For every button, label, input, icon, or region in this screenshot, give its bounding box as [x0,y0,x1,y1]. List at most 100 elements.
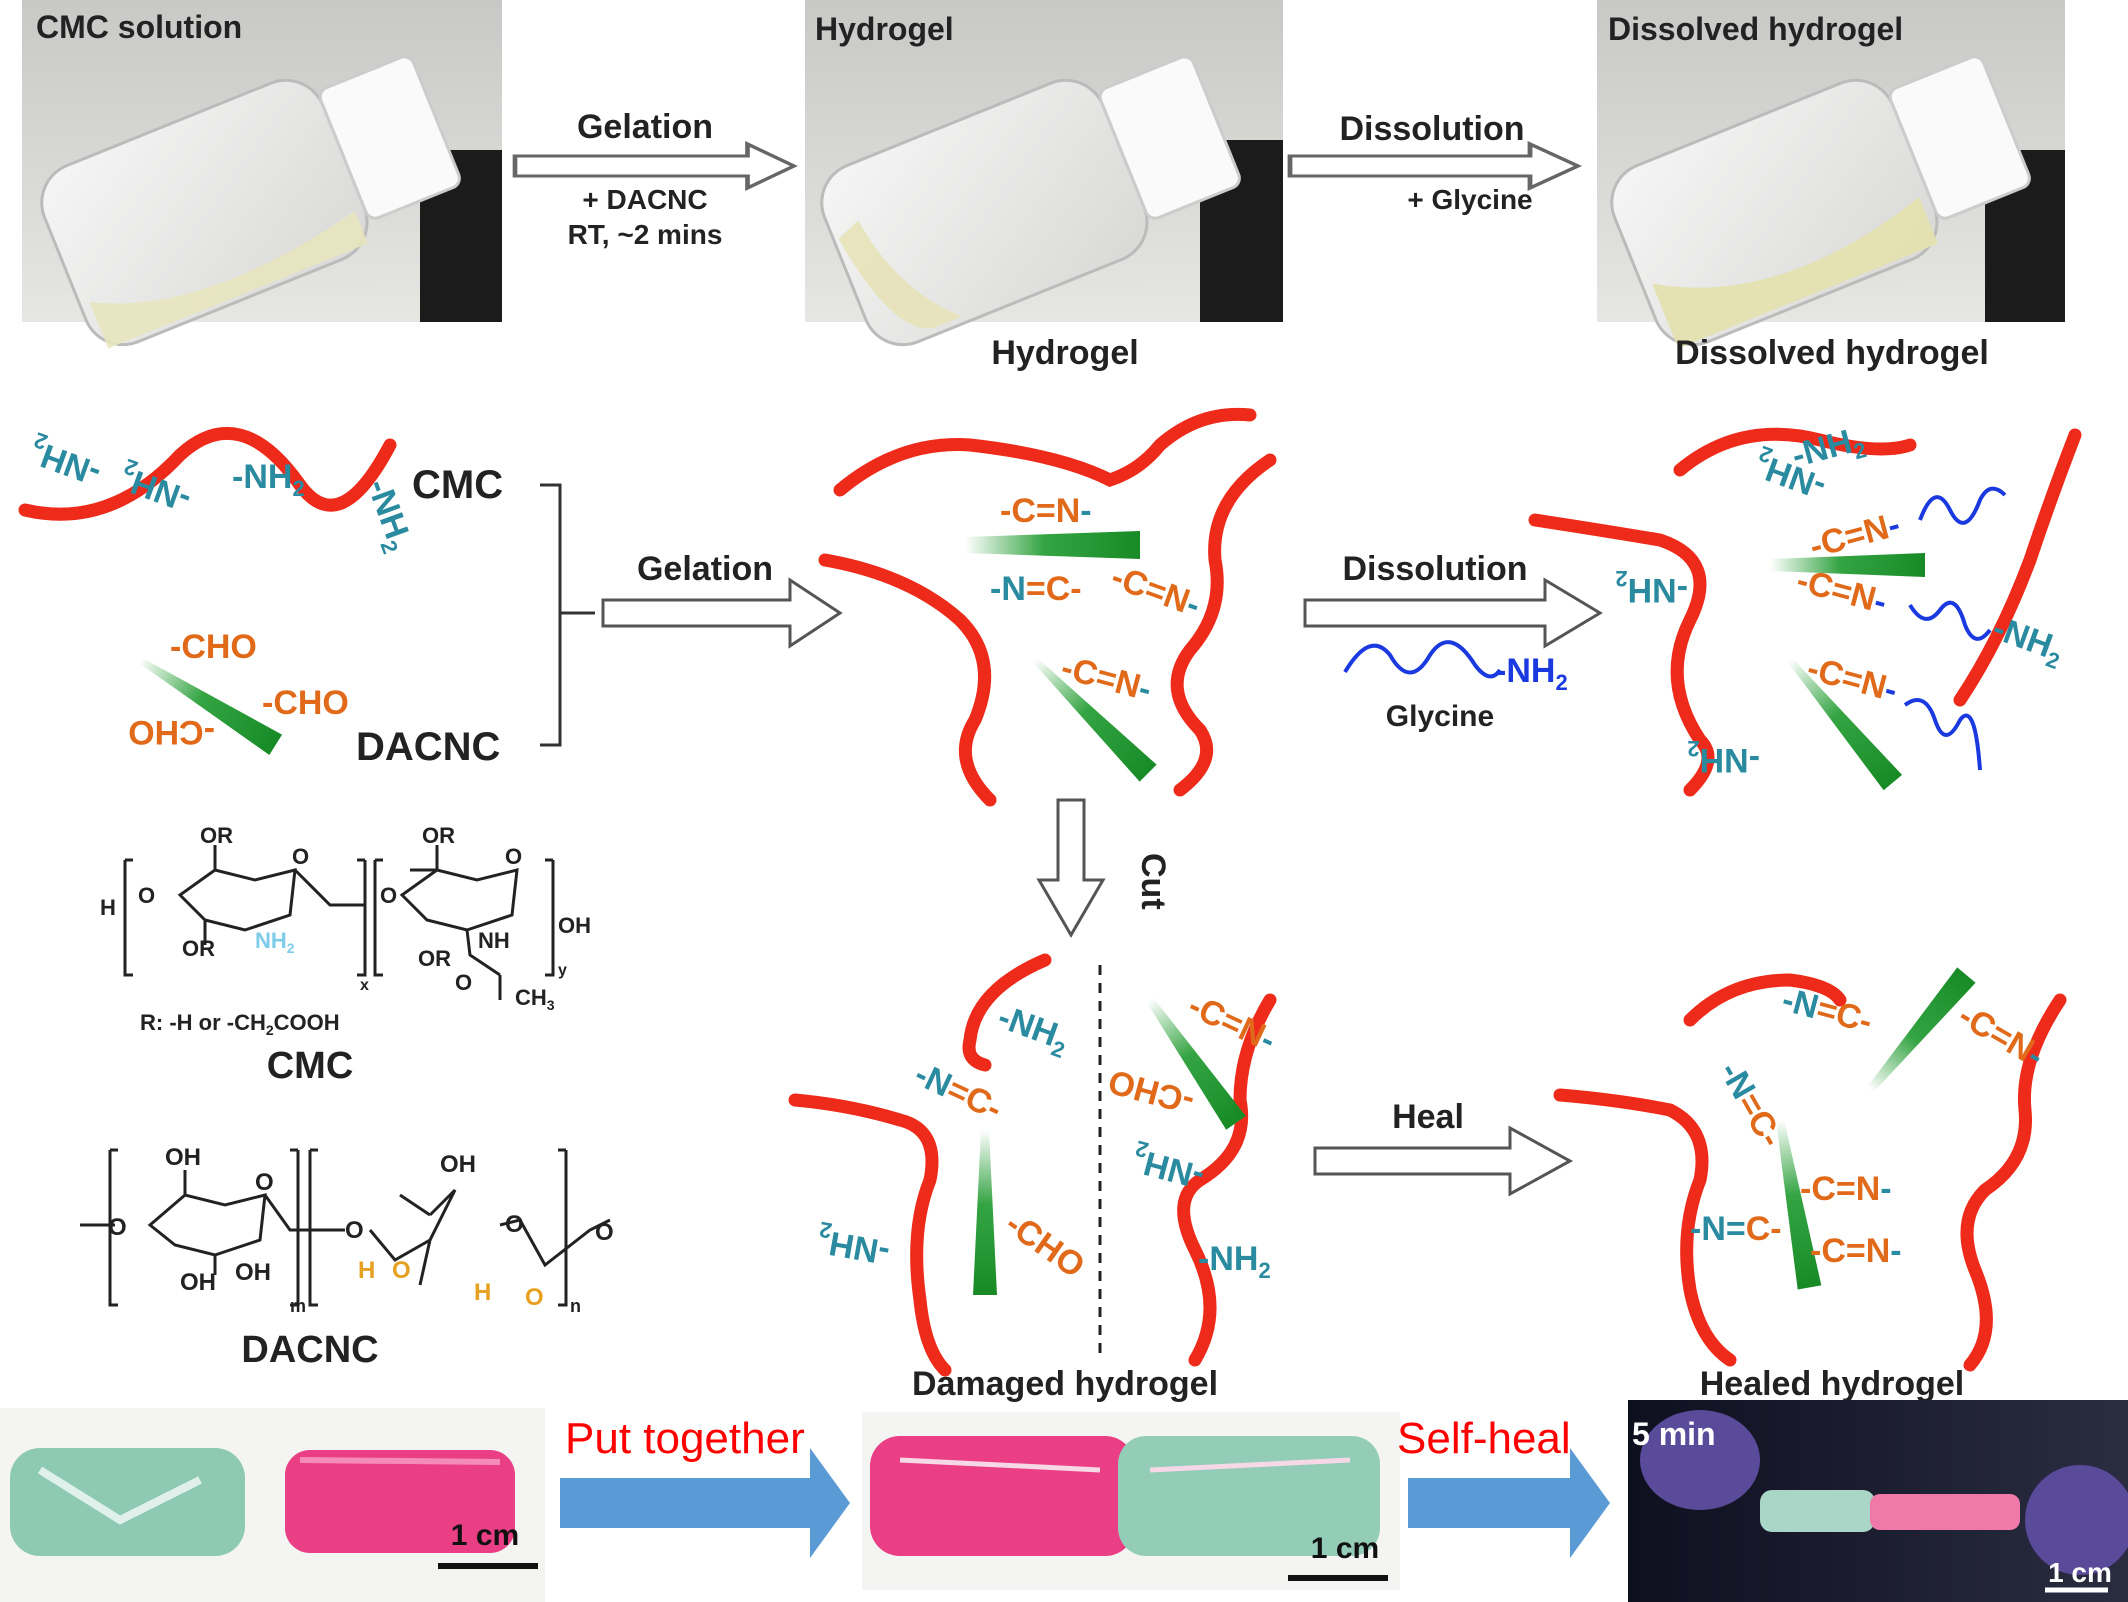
label-rt-time: RT, ~2 mins [568,219,723,250]
svg-text:O: O [525,1284,544,1311]
cmc-r-definition: R: -H or -CH2COOH [140,1010,340,1038]
svg-text:-C=N-: -C=N- [1000,492,1092,530]
label-gelation: Gelation [637,550,773,588]
svg-text:O: O [292,844,309,869]
svg-text:-CHO: -CHO [170,628,257,666]
svg-text:x: x [360,977,369,994]
svg-text:-CHO: -CHO [128,713,215,751]
healed-hydrogel-network: -N=C- -C=N- -N=C- -C=N- -N=C- -C=N- [1553,967,2067,1372]
svg-text:n: n [570,1296,581,1316]
svg-text:O: O [345,1217,364,1244]
label-put-together: Put together [565,1414,805,1463]
arrow-self-heal [1408,1448,1610,1558]
svg-text:OR: OR [422,823,455,848]
svg-text:OR: OR [182,936,215,961]
svg-text:-NH2: -NH2 [1687,736,1760,779]
svg-text:-CHO: -CHO [262,684,349,722]
dacnc-structure-text: OH OH OH OH O O O O O H O H O m n [108,1144,614,1316]
photo-healed-stretched [1628,1400,2128,1602]
svg-text:OR: OR [418,946,451,971]
label-dacnc-structure: DACNC [241,1329,378,1371]
dissolved-network: -NH2 -NH2 -NH2 -NH2 -NH2 -C=N- -C=N- -C=… [1528,423,2082,797]
svg-text:O: O [108,1214,127,1241]
svg-text:-C=N-: -C=N- [1106,558,1205,625]
svg-text:O: O [392,1257,411,1284]
svg-text:H: H [474,1279,491,1306]
arrow-gelation-top [515,144,794,188]
label-dissolution: Dissolution [1342,550,1527,588]
svg-text:-C=N-: -C=N- [1810,1232,1902,1270]
cmc-structure [123,845,555,1000]
svg-text:NH2: NH2 [255,928,295,956]
cmc-chain-group: -NH2 -NH2 -NH2 -NH2 [18,426,416,557]
svg-text:-NH2: -NH2 [1615,566,1688,609]
svg-text:O: O [255,1169,274,1196]
svg-text:y: y [558,962,567,979]
scale-bar-1: 1 cm [451,1519,519,1552]
svg-text:O: O [505,1211,524,1238]
hydrogel-network: -C=N- . -N=C- -C=N- -C=N- [818,407,1277,807]
svg-text:O: O [380,883,397,908]
arrow-heal [1313,1125,1574,1197]
dacnc-crystal-group: -CHO -CHO -CHO [128,628,349,755]
svg-text:OH: OH [235,1259,271,1286]
label-cmc-structure: CMC [267,1045,354,1087]
photo-cmc-solution [22,0,502,349]
svg-text:OH: OH [558,913,591,938]
svg-text:m: m [290,1296,306,1316]
label-cmc-solution: CMC solution [36,9,242,45]
svg-text:-CHO: -CHO [1104,1062,1198,1121]
caption-hydrogel: Hydrogel [991,334,1138,372]
arrow-put-together [560,1448,850,1558]
svg-text:-N=C-: -N=C- [1690,1210,1782,1248]
arrow-cut [1036,798,1106,938]
svg-text:OH: OH [440,1151,476,1178]
photo-separate-gels [0,1408,545,1602]
svg-text:-N=C-: -N=C- [990,570,1082,608]
label-gelation-top: Gelation [577,108,713,146]
label-dissolution-top: Dissolution [1339,110,1524,148]
label-glycine: Glycine [1386,700,1494,733]
arrow-gelation [601,577,843,649]
label-dissolved-photo: Dissolved hydrogel [1608,11,1903,47]
svg-text:O: O [595,1219,614,1246]
svg-text:-NH2: -NH2 [1495,652,1568,695]
arrow-dissolution [1303,577,1603,649]
damaged-hydrogel-network: -NH2 -N=C- -CHO -NH2 -C=N- -CHO -NH2 -NH… [788,953,1282,1377]
photo-dissolved-hydrogel [1597,0,2065,349]
cmc-structure-text: OR OR OR OR H O O O O OH NH O CH3 NH2 x … [100,823,591,1013]
glycine-molecule: -NH2 [1343,640,1568,695]
svg-text:-N=C-: -N=C- [909,1055,1008,1128]
arrow-dissolution-top [1290,144,1578,188]
svg-text:-NH2: -NH2 [232,458,305,501]
combine-bracket [540,483,595,747]
svg-text:-NH2: -NH2 [1986,609,2069,674]
svg-text:-NH2: -NH2 [24,427,107,492]
svg-text:-NH2: -NH2 [115,454,198,519]
label-glycine-add: + Glycine [1407,184,1532,215]
dacnc-structure [80,1148,611,1307]
svg-text:CH3: CH3 [515,985,555,1013]
svg-text:NH: NH [478,928,510,953]
svg-text:O: O [138,883,155,908]
photo-hydrogel [805,0,1283,347]
caption-dissolved-hydrogel: Dissolved hydrogel [1675,334,1989,372]
scale-bar-3: 1 cm [2048,1557,2112,1588]
svg-text:-NH2: -NH2 [991,998,1074,1063]
label-hydrogel-photo: Hydrogel [815,11,954,47]
label-dacnc: DACNC [356,725,500,769]
svg-text:-NH2: -NH2 [814,1217,893,1272]
label-self-heal: Self-heal [1397,1414,1571,1463]
scale-bar-2: 1 cm [1311,1532,1379,1565]
label-cut: Cut [1134,853,1172,910]
svg-text:-NH2: -NH2 [1128,1136,1209,1196]
caption-damaged-hydrogel: Damaged hydrogel [912,1365,1218,1403]
label-cmc: CMC [412,463,503,507]
svg-text:-C=N-: -C=N- [1952,997,2050,1076]
label-time: 5 min [1632,1416,1716,1452]
label-heal: Heal [1392,1098,1464,1136]
svg-text:-NH2: -NH2 [1198,1240,1271,1283]
svg-text:OH: OH [180,1269,216,1296]
photo-joined-gels [862,1412,1400,1590]
svg-text:OR: OR [200,823,233,848]
